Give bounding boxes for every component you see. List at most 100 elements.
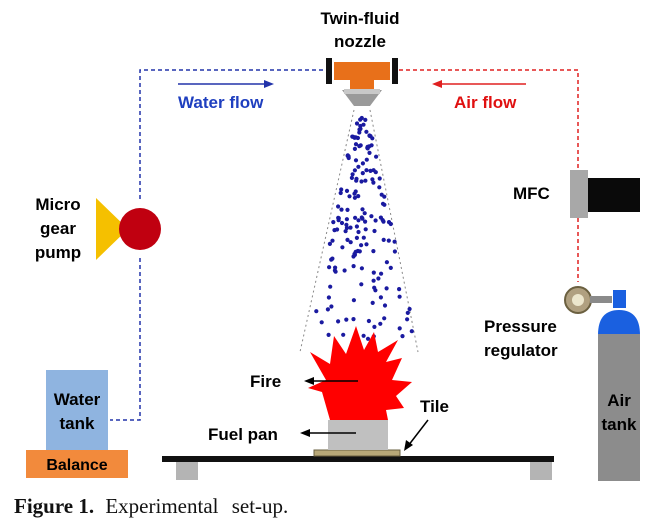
fuel-pan-pointer-arrow — [300, 429, 356, 437]
spray-droplet — [367, 150, 372, 155]
spray-droplet — [328, 284, 333, 289]
spray-droplet — [327, 265, 332, 270]
air-flow-label: Air flow — [454, 93, 517, 112]
spray-droplet — [405, 310, 410, 315]
spray-droplet — [381, 237, 386, 242]
spray-droplet — [363, 219, 368, 224]
spray-droplet — [380, 201, 386, 206]
spray-droplet — [377, 176, 382, 181]
spray-droplet — [369, 214, 374, 219]
spray-droplet — [357, 127, 362, 132]
spray-droplet — [356, 229, 361, 235]
mfc-label: MFC — [513, 184, 550, 203]
spray-droplet — [344, 188, 350, 193]
spray-droplet — [333, 269, 338, 274]
spray-droplet — [360, 207, 365, 212]
spray-droplet — [357, 144, 362, 149]
figure-caption-text: Experimental set-up. — [105, 494, 289, 518]
spray-droplet — [351, 254, 356, 259]
spray-droplet — [357, 249, 362, 254]
water-flow-label: Water flow — [178, 93, 264, 112]
spray-droplet — [373, 218, 378, 223]
spray-droplet — [358, 123, 363, 129]
figure-number: Figure 1. — [14, 494, 95, 518]
spray-droplet — [331, 220, 336, 225]
spray-droplet — [371, 278, 376, 283]
air-flow-line — [392, 69, 579, 170]
spray-droplet — [374, 154, 379, 159]
spray-droplet — [325, 307, 330, 312]
spray-droplet — [326, 295, 331, 300]
spray-droplet — [370, 300, 375, 305]
spray-droplet — [384, 260, 389, 265]
spray-droplet — [352, 195, 357, 200]
water-flow-line — [139, 69, 330, 200]
spray-droplet — [345, 153, 350, 158]
spray-droplet — [400, 334, 405, 339]
spray-droplet — [359, 266, 364, 271]
spray-droplet — [356, 164, 361, 169]
spray-droplet — [364, 157, 369, 162]
spray-droplet — [339, 207, 344, 212]
spray-droplet — [397, 287, 402, 292]
figure-caption: Figure 1. Experimental set-up. — [14, 494, 288, 519]
spray-droplet — [405, 317, 410, 322]
spray-droplet — [348, 240, 353, 245]
spray-droplet — [409, 329, 414, 334]
spray-droplet — [335, 227, 340, 232]
water-flow-line-lower — [110, 258, 141, 421]
tile-label: Tile — [420, 397, 449, 416]
water-tank-label-line2: tank — [60, 414, 96, 433]
spray-droplet — [336, 204, 341, 209]
spray-droplet — [330, 256, 335, 261]
spray-droplet — [397, 326, 402, 331]
spray-droplet — [366, 318, 371, 324]
spray-droplet — [343, 229, 348, 234]
spray-droplet — [365, 145, 370, 150]
spray-droplet — [354, 178, 359, 183]
tile-pointer-arrow — [404, 419, 429, 451]
fire — [308, 326, 412, 420]
spray-droplet — [329, 304, 334, 309]
water-flow-arrow — [178, 80, 274, 88]
spray-droplet — [314, 309, 319, 314]
spray-droplet — [350, 172, 355, 177]
spray-droplet — [356, 218, 361, 223]
spray-droplet — [354, 235, 359, 240]
spray-droplet — [351, 264, 356, 269]
spray-droplet — [354, 121, 360, 126]
spray-droplet — [361, 235, 366, 240]
spray-droplet — [353, 215, 358, 220]
spray-droplet — [345, 237, 350, 242]
fuel-pan — [328, 420, 388, 450]
tile — [313, 449, 401, 457]
spray-droplet — [348, 225, 353, 230]
spray-droplet — [352, 168, 357, 173]
spray-droplet — [347, 194, 352, 199]
spray-droplet — [353, 142, 359, 147]
spray-droplet — [407, 306, 412, 312]
air-tank — [598, 290, 640, 481]
spray-droplet — [362, 211, 367, 216]
regulator-label-line2: regulator — [484, 341, 558, 360]
balance-label: Balance — [46, 457, 107, 474]
spray-droplet — [361, 333, 366, 338]
spray-droplet — [378, 295, 383, 300]
spray-droplet — [382, 303, 388, 308]
spray-droplet — [344, 217, 349, 222]
spray-droplet — [364, 168, 369, 173]
fire-label: Fire — [250, 372, 281, 391]
spray-droplet — [379, 271, 384, 276]
spray-droplet — [371, 180, 376, 185]
pump-label-line1: Micro — [35, 195, 80, 214]
spray-cone-left — [299, 109, 355, 353]
spray-droplet — [369, 143, 374, 148]
spray-droplet — [351, 298, 356, 303]
spray-droplet — [352, 191, 357, 196]
table — [162, 456, 554, 480]
water-tank — [46, 370, 108, 450]
spray-droplet — [378, 321, 383, 326]
pump-label-line3: pump — [35, 243, 81, 262]
